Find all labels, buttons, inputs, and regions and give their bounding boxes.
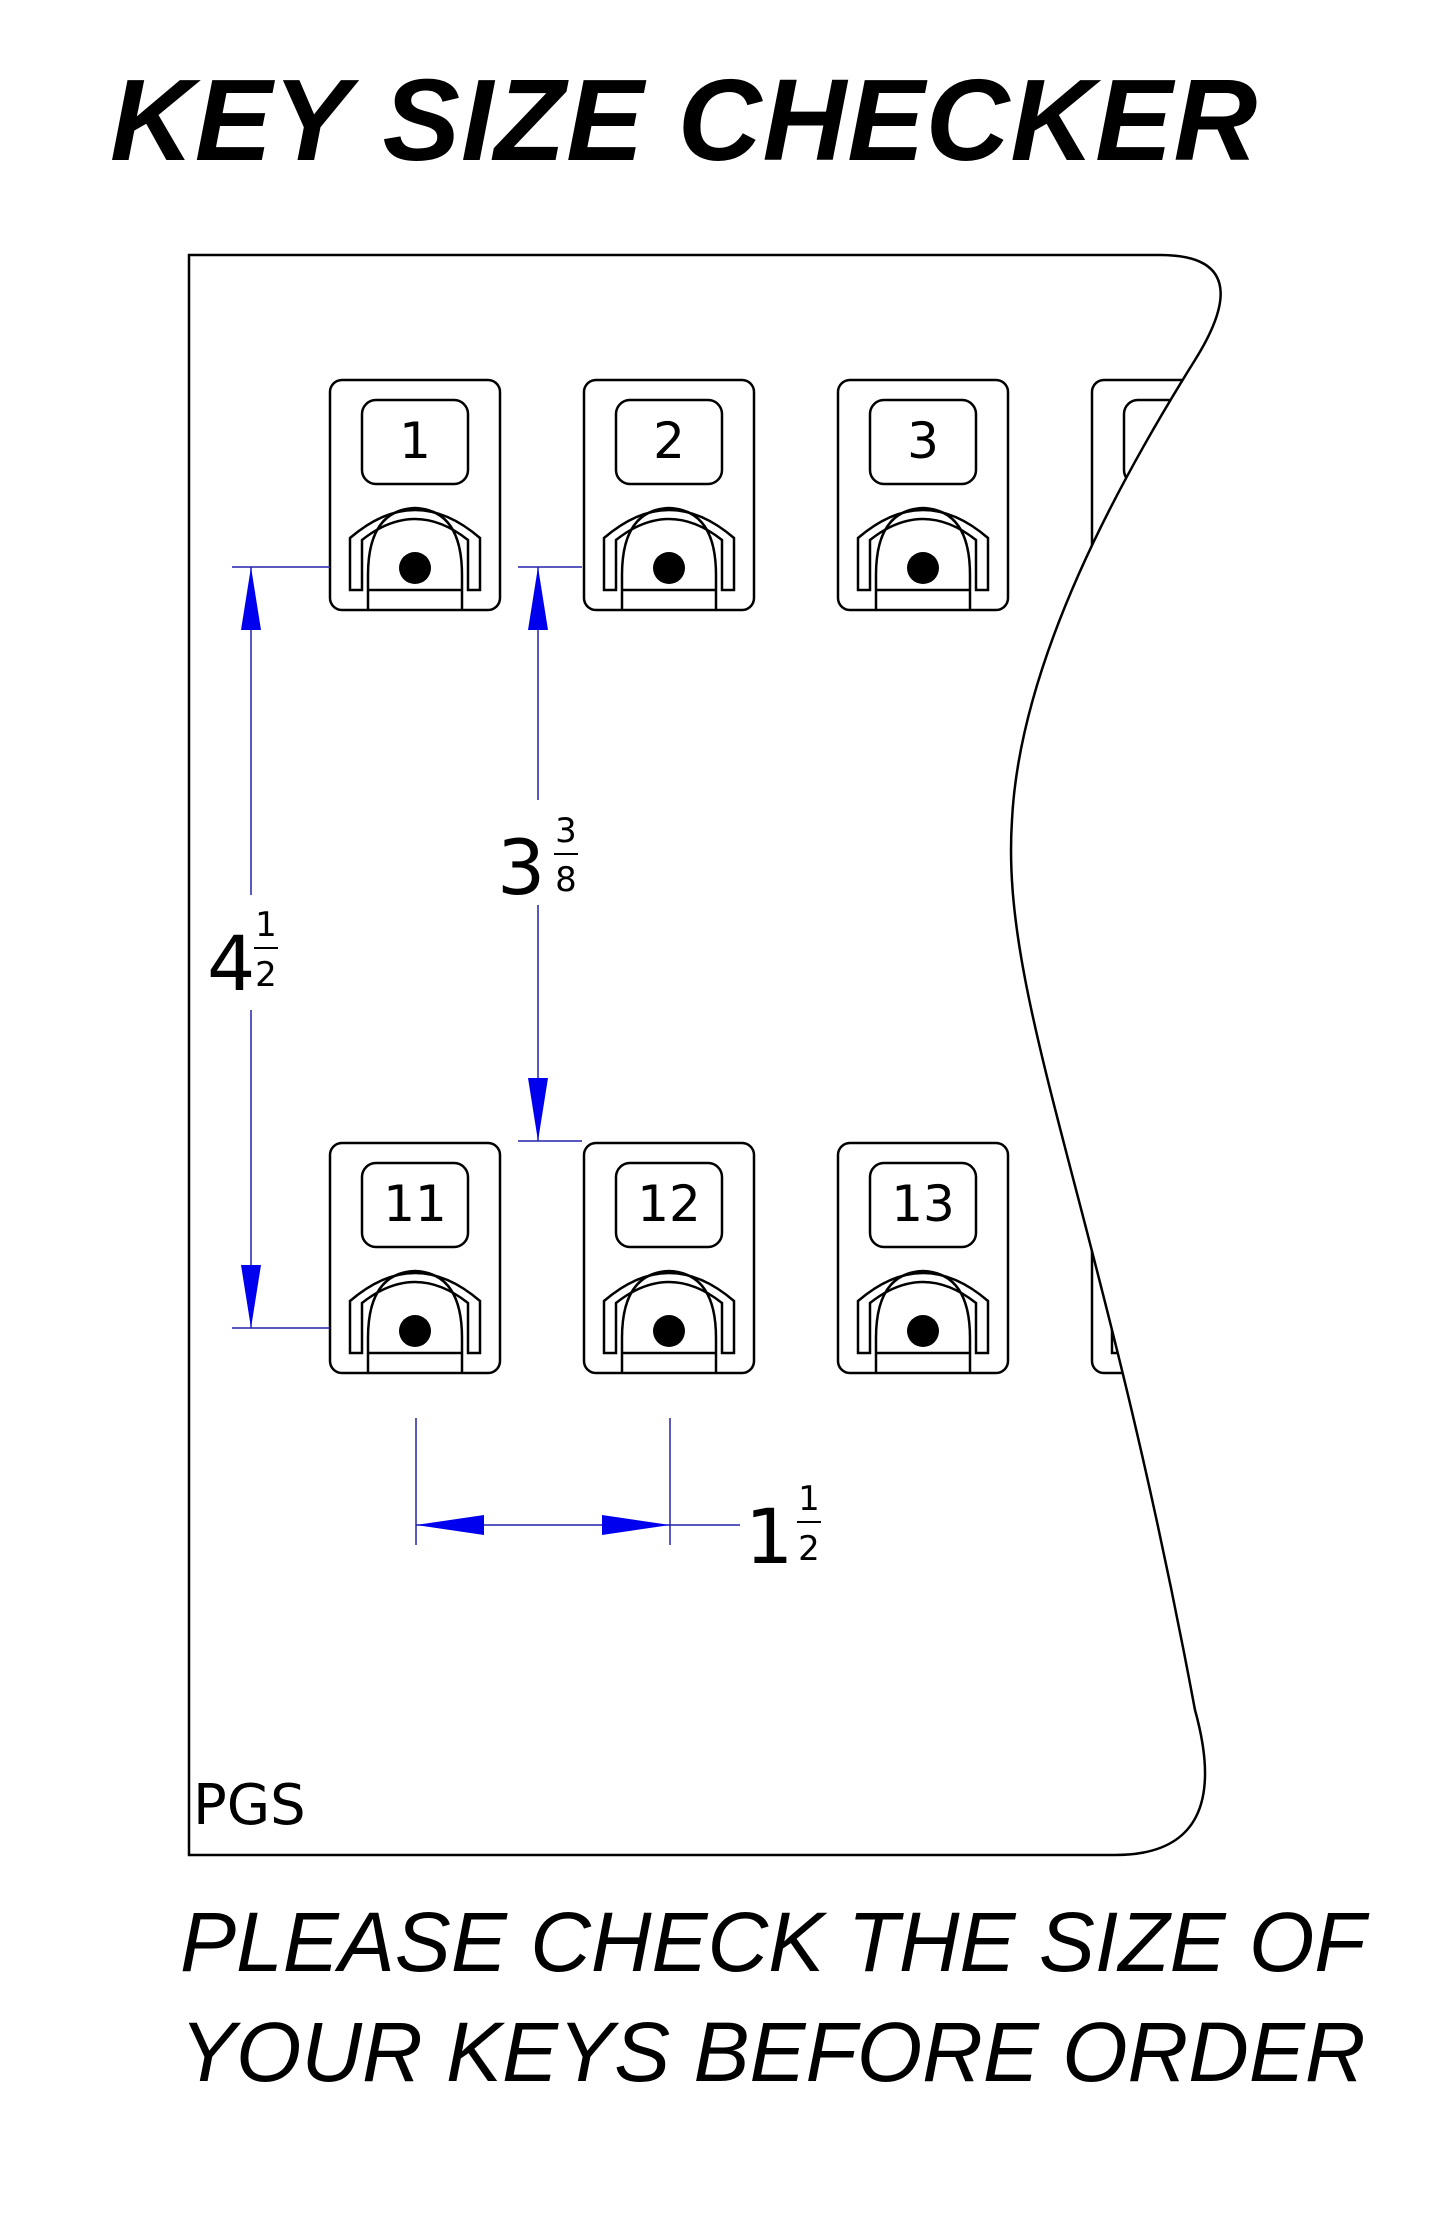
slot-label-box bbox=[868, 398, 978, 486]
key-slot: 13 bbox=[836, 1141, 1010, 1375]
svg-text:3: 3 bbox=[497, 823, 545, 912]
slot-number: 1 bbox=[399, 412, 431, 470]
key-hole bbox=[653, 1315, 685, 1347]
svg-text:4: 4 bbox=[207, 919, 255, 1008]
arrowhead-down bbox=[528, 1078, 548, 1141]
slot-number: 13 bbox=[891, 1175, 955, 1233]
key-hole bbox=[1161, 552, 1193, 584]
dimension-vertical-inner bbox=[518, 566, 582, 1142]
arrowhead-left bbox=[416, 1515, 484, 1535]
slot-label-box bbox=[868, 1161, 978, 1249]
slot-label-box bbox=[614, 398, 724, 486]
slot-number: 11 bbox=[383, 1175, 447, 1233]
svg-text:3: 3 bbox=[555, 811, 577, 851]
svg-text:1: 1 bbox=[745, 1492, 793, 1581]
key-slot: 2 bbox=[582, 378, 756, 612]
svg-text:2: 2 bbox=[255, 955, 277, 995]
footer-line-2: YOUR KEYS BEFORE ORDER bbox=[180, 2005, 1366, 2099]
key-hole bbox=[907, 552, 939, 584]
dimension-label-vertical-inner: 3 3 8 bbox=[497, 811, 578, 912]
slot-label-box bbox=[360, 398, 470, 486]
key-slot: 11 bbox=[328, 1141, 502, 1375]
key-slot: 3 bbox=[836, 378, 1010, 612]
dimension-horizontal bbox=[415, 1418, 740, 1545]
slot-label-box bbox=[1122, 1161, 1221, 1249]
key-slot: 1 bbox=[328, 378, 502, 612]
slot-label-box bbox=[614, 1161, 724, 1249]
dimension-vertical-outer bbox=[232, 566, 330, 1329]
svg-text:1: 1 bbox=[255, 905, 277, 945]
key-hole bbox=[399, 1315, 431, 1347]
arrowhead-up bbox=[241, 567, 261, 630]
slot-number: 2 bbox=[653, 412, 685, 470]
arrowhead-right bbox=[602, 1515, 670, 1535]
svg-text:2: 2 bbox=[798, 1529, 820, 1569]
key-hole bbox=[907, 1315, 939, 1347]
key-hole bbox=[653, 552, 685, 584]
brand-label: PGS bbox=[193, 1773, 306, 1838]
dimension-label-vertical-outer: 4 1 2 bbox=[207, 905, 278, 1008]
slot-label-box bbox=[1122, 398, 1221, 486]
arrowhead-down bbox=[241, 1265, 261, 1328]
slot-number: 3 bbox=[907, 412, 939, 470]
svg-text:8: 8 bbox=[555, 860, 577, 900]
key-slot: 12 bbox=[582, 1141, 756, 1375]
arrowhead-up bbox=[528, 567, 548, 630]
slot-label-box bbox=[360, 1161, 470, 1249]
dimension-label-horizontal: 1 1 2 bbox=[745, 1479, 821, 1581]
key-hole bbox=[1161, 1315, 1193, 1347]
checker-panel bbox=[187, 253, 1222, 1857]
key-hole bbox=[399, 552, 431, 584]
page-title: KEY SIZE CHECKER bbox=[110, 55, 1259, 185]
footer-line-1: PLEASE CHECK THE SIZE OF bbox=[180, 1895, 1366, 1989]
key-slot bbox=[1090, 1141, 1221, 1375]
slot-number: 12 bbox=[637, 1175, 701, 1233]
svg-text:1: 1 bbox=[798, 1479, 820, 1519]
